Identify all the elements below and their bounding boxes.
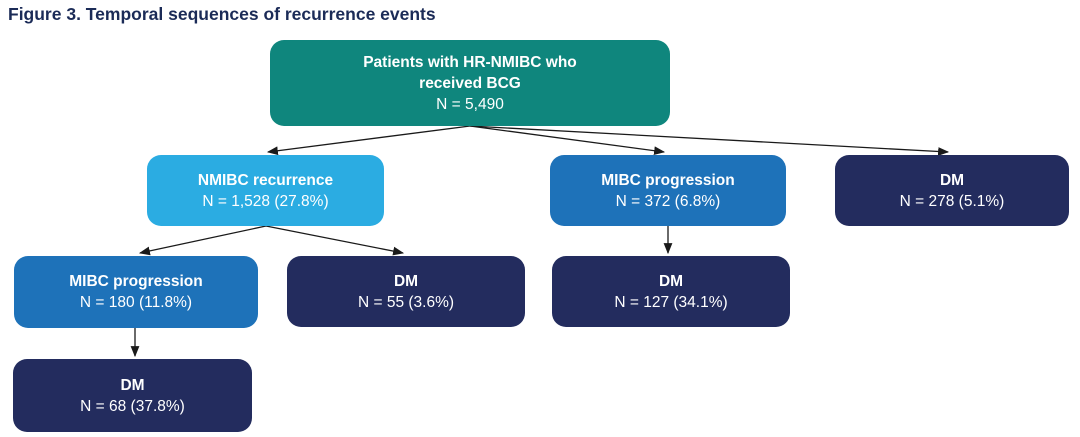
node-dm-from-mibc-progression-2: DM N = 68 (37.8%) bbox=[13, 359, 252, 432]
node-mibc-progression-from-root: MIBC progression N = 372 (6.8%) bbox=[550, 155, 786, 226]
node-count: N = 5,490 bbox=[436, 95, 504, 113]
edge-nmibc-to-mibc2 bbox=[138, 225, 267, 256]
node-count: N = 1,528 (27.8%) bbox=[202, 192, 329, 210]
node-count: N = 127 (34.1%) bbox=[614, 293, 728, 311]
node-label: Patients with HR-NMIBC who received BCG bbox=[363, 53, 577, 92]
edge-nmibc-to-dm2 bbox=[265, 225, 405, 256]
edge-root-to-mibc1 bbox=[469, 125, 666, 156]
node-mibc-progression-from-nmibc: MIBC progression N = 180 (11.8%) bbox=[14, 256, 258, 328]
edge-root-to-nmibc bbox=[266, 125, 471, 156]
node-label: DM bbox=[939, 171, 965, 189]
node-patients-hr-nmibc-bcg: Patients with HR-NMIBC who received BCG … bbox=[270, 40, 670, 126]
figure-title: Figure 3. Temporal sequences of recurren… bbox=[8, 4, 436, 24]
node-label: MIBC progression bbox=[601, 171, 735, 189]
edge-root-to-dm1 bbox=[469, 125, 950, 156]
node-label: DM bbox=[393, 272, 419, 290]
node-count: N = 55 (3.6%) bbox=[357, 293, 455, 311]
node-dm-from-mibc-progression-1: DM N = 127 (34.1%) bbox=[552, 256, 790, 327]
node-nmibc-recurrence: NMIBC recurrence N = 1,528 (27.8%) bbox=[147, 155, 384, 226]
node-count: N = 180 (11.8%) bbox=[79, 294, 193, 311]
node-label: DM bbox=[658, 272, 684, 290]
node-label: MIBC progression bbox=[69, 273, 203, 290]
node-label: DM bbox=[120, 376, 145, 394]
node-dm-from-nmibc: DM N = 55 (3.6%) bbox=[287, 256, 525, 327]
node-dm-from-root: DM N = 278 (5.1%) bbox=[835, 155, 1069, 226]
node-label: NMIBC recurrence bbox=[197, 171, 334, 189]
node-count: N = 278 (5.1%) bbox=[899, 192, 1005, 210]
node-count: N = 372 (6.8%) bbox=[615, 192, 721, 210]
node-count: N = 68 (37.8%) bbox=[80, 397, 185, 415]
